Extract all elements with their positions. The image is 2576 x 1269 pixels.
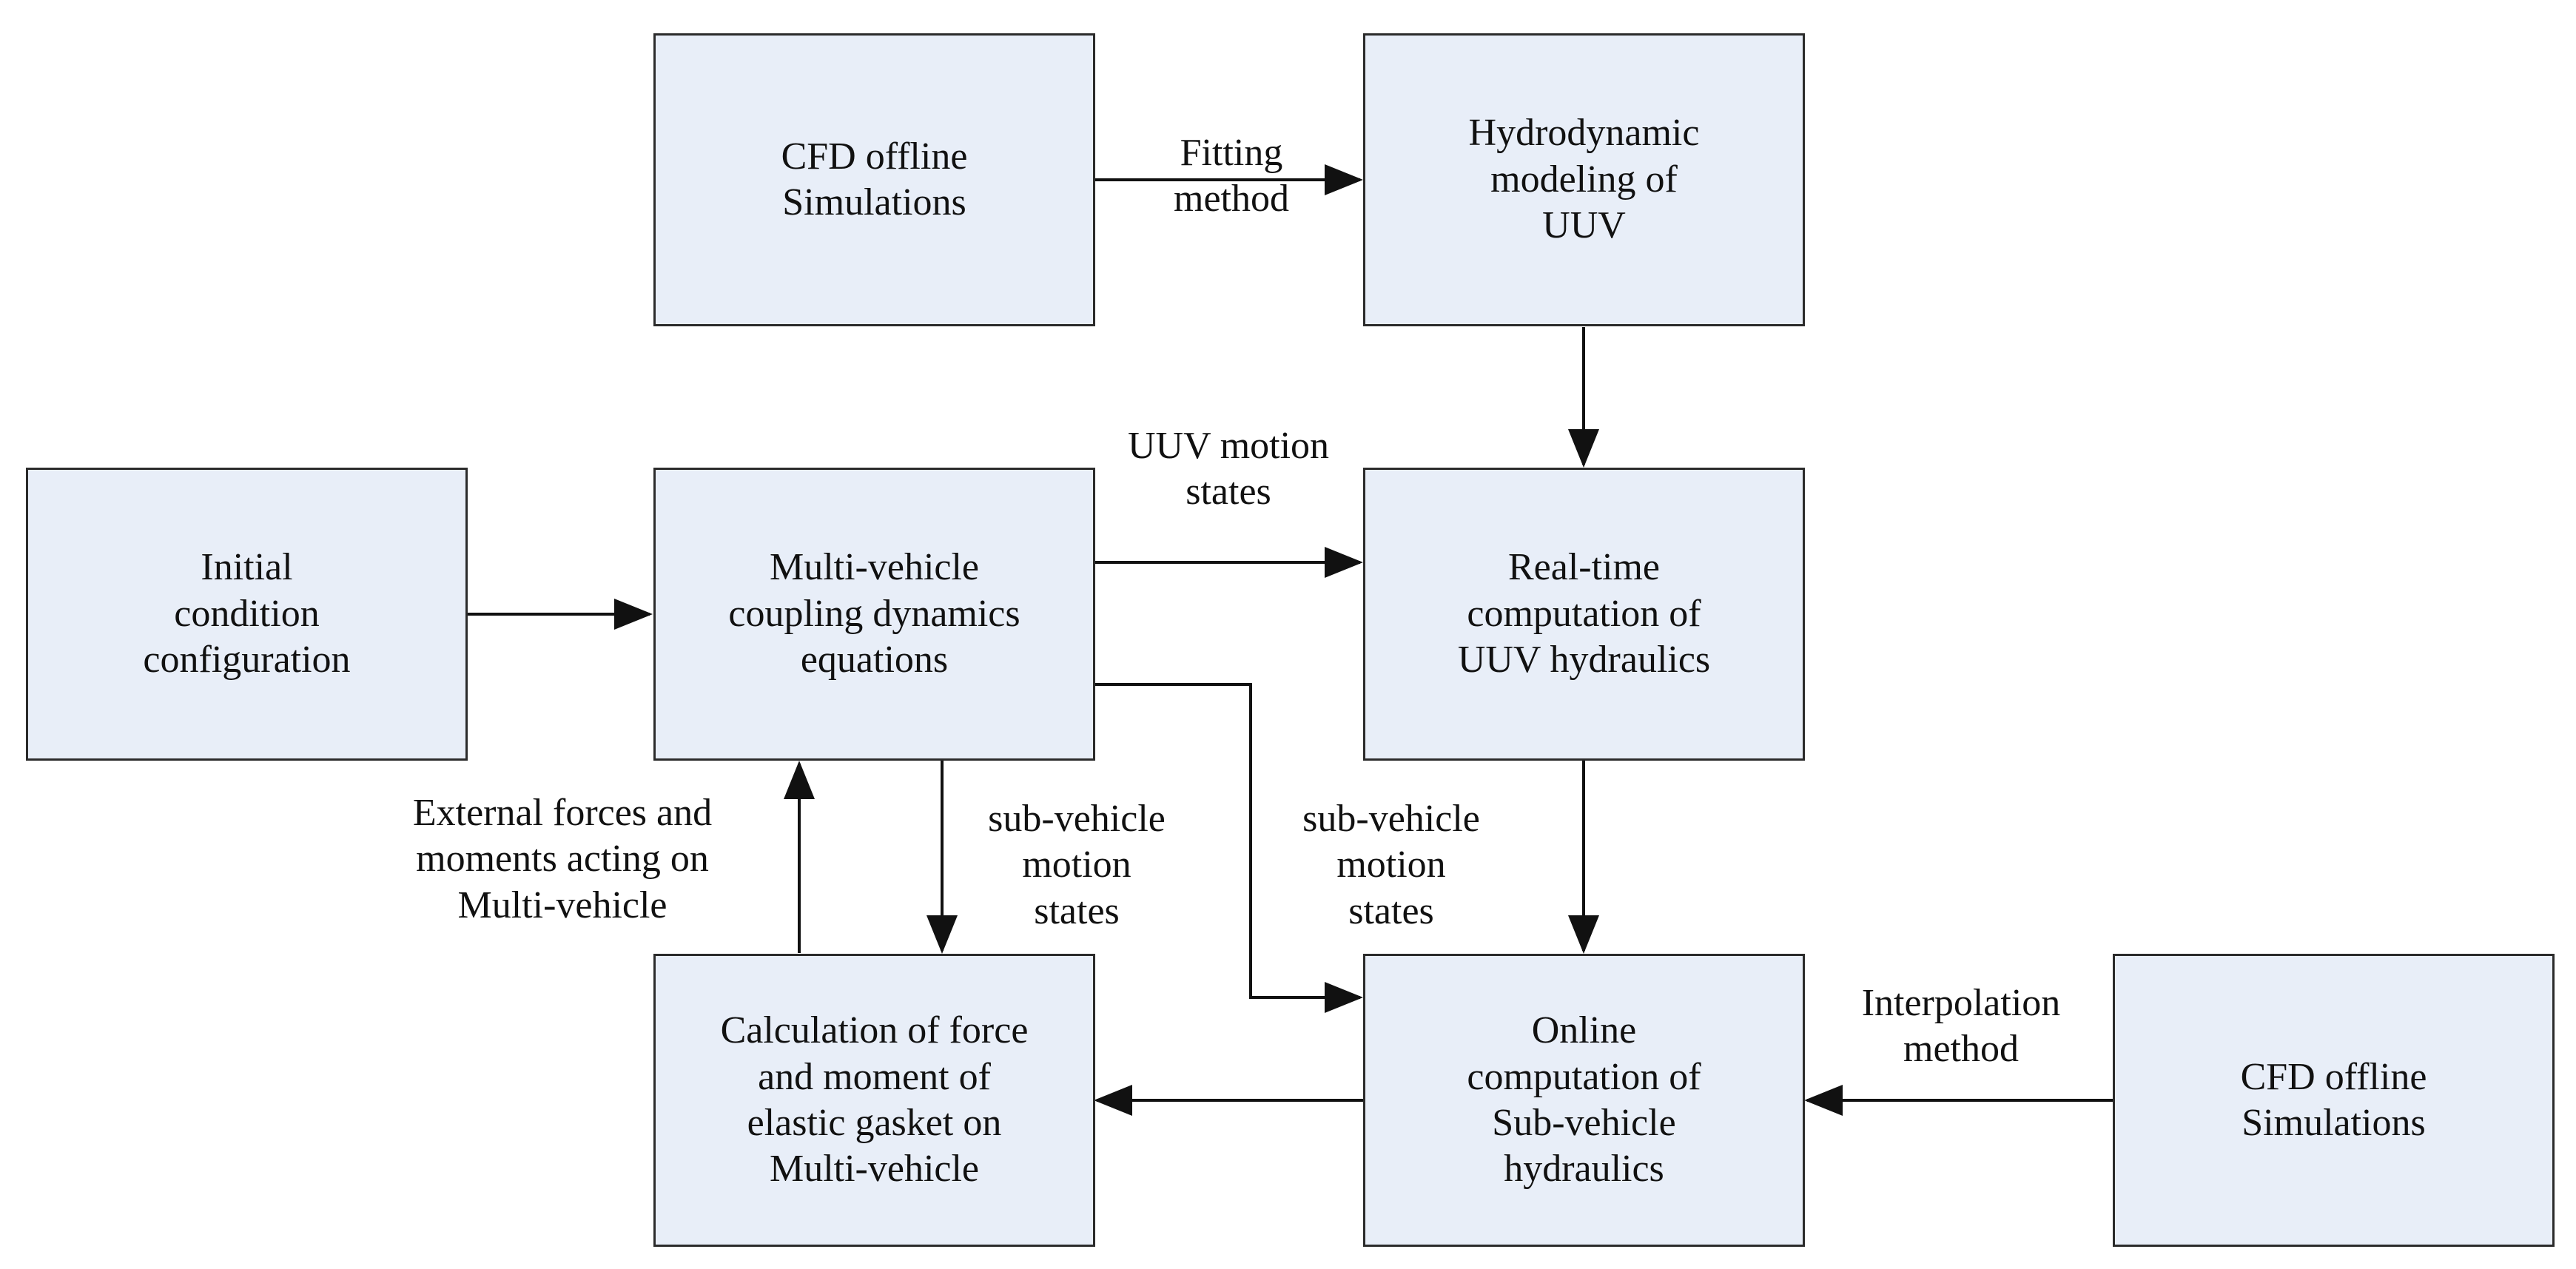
arrowhead-realtime-top xyxy=(1568,429,1599,468)
node-label: Multi-vehicle coupling dynamics equation… xyxy=(728,546,1020,681)
arrowhead-gasket-top xyxy=(927,915,958,954)
node-hydrodynamic-modeling: Hydrodynamic modeling of UUV xyxy=(1363,33,1805,326)
node-label: Calculation of force and moment of elast… xyxy=(720,1009,1029,1191)
arrowhead-online-left xyxy=(1325,982,1363,1013)
node-online-subvehicle-hydraulics: Online computation of Sub-vehicle hydrau… xyxy=(1363,954,1805,1247)
node-label: Real-time computation of UUV hydraulics xyxy=(1457,546,1711,681)
node-cfd-offline-right: CFD offline Simulations xyxy=(2113,954,2555,1247)
arrowhead-hydro xyxy=(1325,164,1363,195)
arrowhead-coupling-left xyxy=(614,599,653,630)
node-realtime-uuv-hydraulics: Real-time computation of UUV hydraulics xyxy=(1363,468,1805,761)
edge-coupling-to-online xyxy=(1095,683,1360,999)
arrowhead-gasket-right xyxy=(1094,1085,1132,1116)
edge-label-sub-states-right: sub-vehicle motion states xyxy=(1302,798,1480,932)
node-coupling-equations: Multi-vehicle coupling dynamics equation… xyxy=(653,468,1095,761)
edge-label-uuv-motion-states: UUV motion states xyxy=(1127,425,1330,514)
node-initial-condition: Initial condition configuration xyxy=(26,468,468,761)
edge-label-external-forces: External forces and moments acting on Mu… xyxy=(412,792,713,926)
node-label: Hydrodynamic modeling of UUV xyxy=(1468,112,1700,247)
edge-label-interpolation-method: Interpolation method xyxy=(1861,982,2061,1071)
node-label: Initial condition configuration xyxy=(143,546,351,681)
node-gasket-calculation: Calculation of force and moment of elast… xyxy=(653,954,1095,1247)
node-label: CFD offline Simulations xyxy=(781,135,968,223)
node-label: CFD offline Simulations xyxy=(2240,1055,2427,1144)
edge-label-sub-states-left: sub-vehicle motion states xyxy=(988,798,1166,932)
edge-label-fitting-method: Fitting method xyxy=(1174,132,1289,221)
arrowhead-coupling-bottom xyxy=(784,761,815,799)
node-cfd-offline-top: CFD offline Simulations xyxy=(653,33,1095,326)
arrowhead-online-right xyxy=(1804,1085,1843,1116)
arrowhead-online-top xyxy=(1568,915,1599,954)
arrowhead-realtime-left xyxy=(1325,547,1363,578)
node-label: Online computation of Sub-vehicle hydrau… xyxy=(1467,1009,1701,1191)
